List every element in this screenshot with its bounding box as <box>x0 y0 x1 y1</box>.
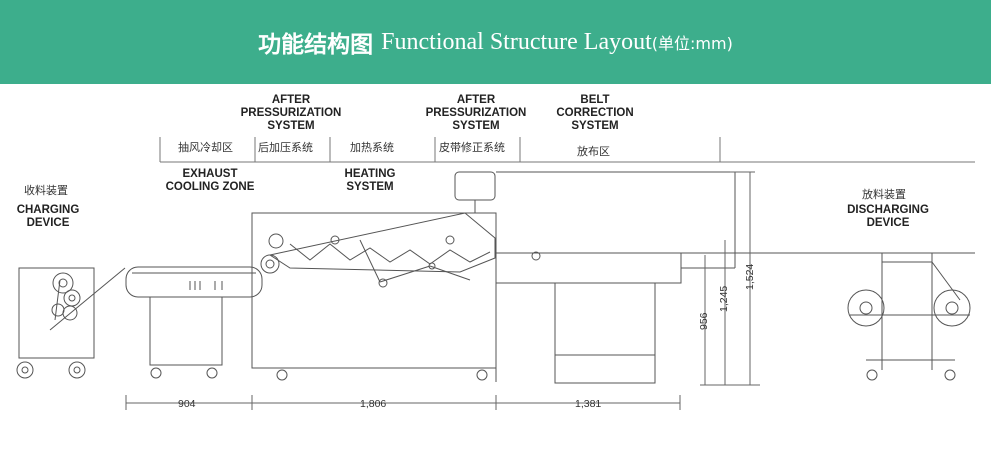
label-discharge-zone-cn: 放布区 <box>577 145 610 158</box>
label-line: SYSTEM <box>267 120 315 132</box>
label-charging-device: CHARGING DEVICE <box>8 204 88 230</box>
label-discharging-cn: 放料装置 <box>862 188 906 201</box>
label-line: DISCHARGING <box>847 204 929 216</box>
header-banner: 功能结构图 Functional Structure Layout (单位:mm… <box>0 0 991 84</box>
label-line: SYSTEM <box>346 181 394 193</box>
label-heating-system: HEATING SYSTEM <box>330 168 410 194</box>
dimension-width-3: 1,381 <box>575 398 602 410</box>
label-exhaust-cn: 抽风冷却区 <box>178 141 233 154</box>
label-line: HEATING <box>344 168 396 180</box>
discharging-device-drawing <box>540 252 975 381</box>
label-after-pressurization-1: AFTER PRESSURIZATION SYSTEM <box>236 94 346 133</box>
title-unit: (单位:mm) <box>651 34 733 53</box>
dimension-height-3: 1,524 <box>744 263 756 290</box>
label-line: AFTER <box>271 94 311 106</box>
label-line: CHARGING <box>16 204 80 216</box>
title-en: Functional Structure Layout <box>381 28 652 55</box>
label-belt-correction: BELT CORRECTION SYSTEM <box>545 94 645 133</box>
label-after-press-cn: 后加压系统 <box>258 141 313 154</box>
discharge-table-drawing <box>495 171 736 384</box>
label-line: PRESSURIZATION <box>425 107 527 119</box>
dimension-width-2: 1,806 <box>360 398 387 410</box>
label-line: DEVICE <box>866 217 910 229</box>
machine-drawing <box>16 137 975 410</box>
label-line: AFTER <box>456 94 496 106</box>
label-exhaust-cooling: EXHAUST COOLING ZONE <box>160 168 260 194</box>
label-line: BELT <box>580 94 610 106</box>
dimension-lines <box>125 171 760 410</box>
label-discharging-device: DISCHARGING DEVICE <box>840 204 936 230</box>
label-heating-cn: 加热系统 <box>350 141 394 154</box>
label-line: DEVICE <box>26 217 70 229</box>
label-line: CORRECTION <box>556 107 634 119</box>
dimension-width-1: 904 <box>178 398 196 410</box>
label-line: PRESSURIZATION <box>240 107 342 119</box>
label-line: SYSTEM <box>452 120 500 132</box>
heating-section-drawing <box>251 171 497 381</box>
dimension-height-1: 956 <box>698 312 710 330</box>
label-charging-cn: 收料装置 <box>24 184 68 197</box>
label-belt-press-cn: 皮带修正系统 <box>439 141 505 154</box>
label-line: EXHAUST <box>182 168 238 180</box>
label-line: COOLING ZONE <box>165 181 255 193</box>
cooling-conveyor-drawing <box>125 266 263 379</box>
title-cn: 功能结构图 <box>258 32 374 58</box>
charging-device-drawing <box>16 267 126 379</box>
dimension-height-2: 1,245 <box>718 285 730 312</box>
label-after-pressurization-2: AFTER PRESSURIZATION SYSTEM <box>421 94 531 133</box>
label-line: SYSTEM <box>571 120 619 132</box>
